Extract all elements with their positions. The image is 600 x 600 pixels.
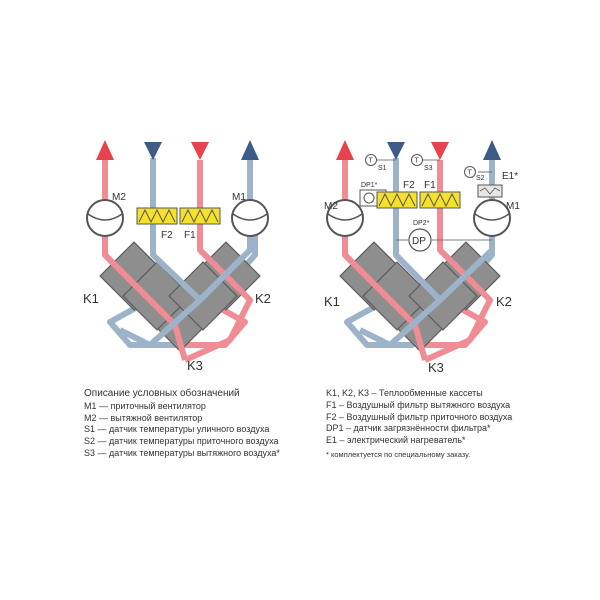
right-label-s3: S3: [424, 165, 433, 172]
right-dp2-symbol: DP: [412, 236, 426, 247]
left-exhaust-arrow-2: [241, 140, 259, 160]
right-supply-arrow-1: [336, 140, 354, 160]
right-label-m2: M2: [324, 201, 338, 212]
left-label-k3: K3: [187, 358, 203, 373]
left-label-f1: F1: [184, 230, 196, 241]
right-sensor-s1: T: [365, 154, 396, 166]
right-supply-duct-b: [423, 160, 493, 363]
right-fan-m2: [326, 199, 364, 237]
right-dp2-sensor: DP: [396, 228, 492, 252]
right-cassette-k1b: [362, 261, 432, 331]
legend-item: S1 — датчик температуры уличного воздуха: [84, 424, 270, 435]
right-sensor-s3: T: [411, 154, 440, 166]
right-diagram: T T T DP DP: [324, 140, 520, 375]
left-exhaust-arrow-1: [144, 142, 162, 160]
legend-item: M2 — вытяжной вентилятор: [84, 412, 203, 423]
right-label-dp2: DP2*: [413, 220, 430, 227]
legend-item: F1 – Воздушный фильтр вытяжного воздуха: [326, 399, 511, 410]
left-fan-m2: [86, 199, 124, 237]
right-label-dp1: DP1*: [361, 182, 378, 189]
right-label-e1: E1*: [502, 171, 518, 182]
legend-left: Описание условных обозначений M1 — прито…: [84, 388, 280, 460]
legend-item: K1, K2, K3 – Теплообменные кассеты: [326, 388, 483, 398]
left-filter-f1: [179, 207, 221, 225]
left-label-f2: F2: [161, 230, 173, 241]
right-label-s1: S1: [378, 165, 387, 172]
right-supply-arrow-2: [431, 142, 449, 160]
legend-item: E1 – электрический нагреватель*: [326, 435, 466, 446]
right-label-f1: F1: [424, 180, 436, 191]
right-heater-e1: [477, 184, 503, 198]
legend-footnote: * комплектуется по специальному заказу.: [326, 449, 471, 459]
right-label-s2: S2: [476, 175, 485, 182]
right-fan-m1: [473, 199, 511, 237]
legend-item: S3 — датчик температуры вытяжного воздух…: [84, 447, 280, 458]
right-filter-f1: [419, 191, 461, 209]
left-label-k2: K2: [255, 291, 271, 306]
left-label-m1: M1: [232, 192, 246, 203]
left-supply-arrow-2: [191, 142, 209, 160]
right-filter-f2: [376, 191, 418, 209]
right-label-k2: K2: [496, 294, 512, 309]
left-supply-arrow-1: [96, 140, 114, 160]
legend-item: M1 — приточный вентилятор: [84, 400, 206, 411]
left-fan-m1: [231, 199, 269, 237]
left-diagram: M2 M1 F2 F1 K1 K2 K3: [83, 140, 271, 373]
left-exhaust-duct-a: [150, 158, 203, 303]
right-label-k3: K3: [428, 360, 444, 375]
right-sensor-s2-symbol: T: [468, 170, 473, 177]
right-sensor-s2: T: [464, 166, 492, 178]
left-label-k1: K1: [83, 291, 99, 306]
left-filter-f2: [136, 207, 178, 225]
legend-right: K1, K2, K3 – Теплообменные кассеты F1 – …: [326, 388, 512, 461]
right-sensor-s1-symbol: T: [369, 158, 374, 165]
right-label-m1: M1: [506, 201, 520, 212]
left-label-m2: M2: [112, 192, 126, 203]
legend-item: S2 — датчик температуры приточного возду…: [84, 436, 279, 447]
left-exhaust-loop-back: [107, 228, 258, 348]
legend-item: F2 – Воздушный фильтр приточного воздуха: [326, 411, 513, 422]
legend-item: DP1 – датчик загрязнённости фильтра*: [326, 423, 491, 434]
right-exhaust-arrow-2: [483, 140, 501, 160]
legend-title: Описание условных обозначений: [84, 388, 240, 399]
right-label-f2: F2: [403, 180, 415, 191]
right-exhaust-arrow-1: [387, 142, 405, 160]
right-exhaust-duct-a: [393, 158, 443, 303]
right-sensor-s3-symbol: T: [415, 158, 420, 165]
right-label-k1: K1: [324, 294, 340, 309]
